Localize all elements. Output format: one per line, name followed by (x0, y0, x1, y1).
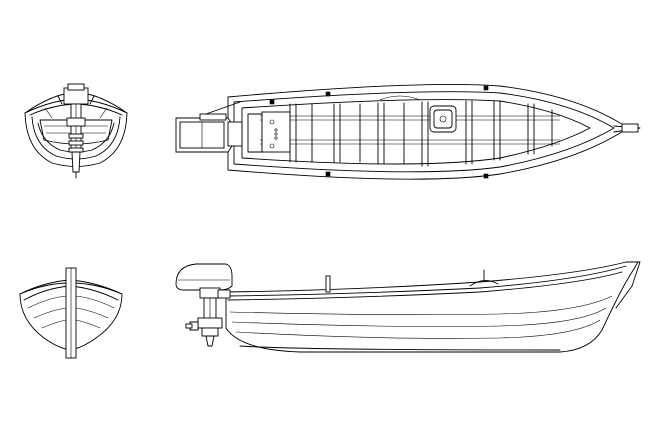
stern-view (24, 83, 128, 179)
side-profile-view (175, 261, 641, 353)
plan-view (175, 83, 641, 180)
bow-view (19, 267, 123, 359)
